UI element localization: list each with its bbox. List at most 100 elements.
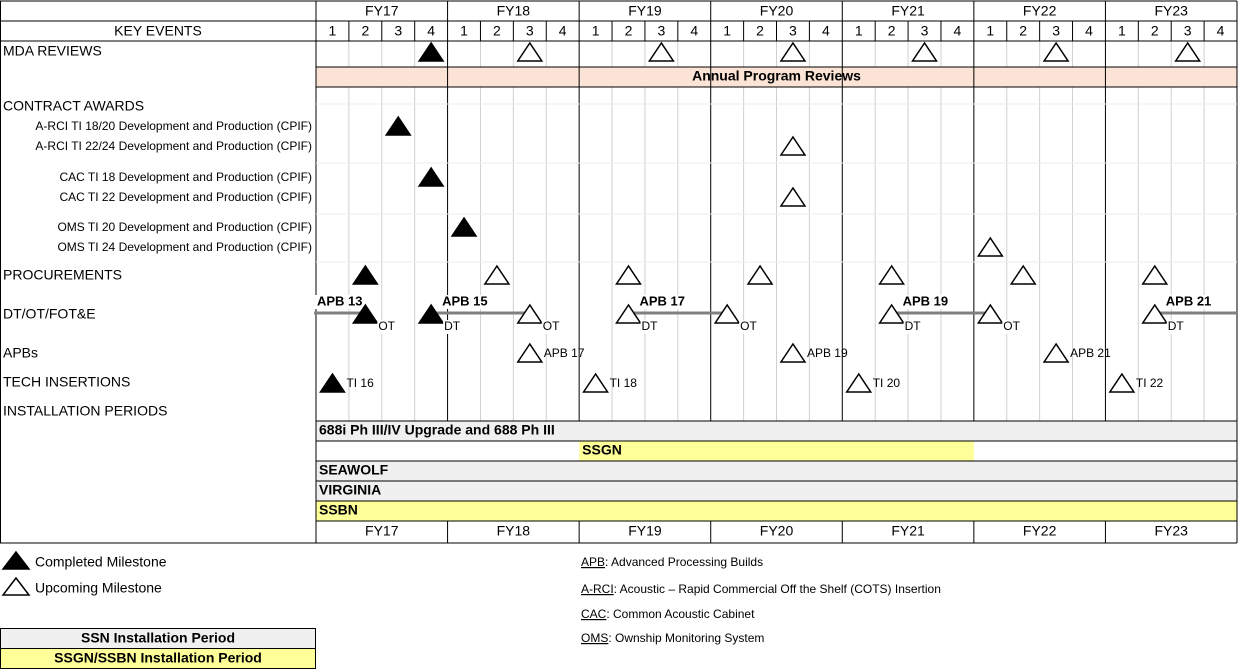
legend-completed-icon	[1, 550, 31, 570]
milestone-label: OT	[1003, 319, 1020, 333]
apb-period-label: APB 13	[317, 293, 363, 308]
quarter-label: 1	[329, 23, 337, 39]
upcoming-milestone-marker	[483, 264, 511, 285]
dt-ot-label-bg	[443, 320, 464, 334]
fiscal-year-footer: FY20	[760, 523, 794, 539]
milestone-label: OT	[543, 319, 560, 333]
upcoming-milestone-marker	[516, 303, 544, 324]
dt-ot-label-bg	[1002, 320, 1023, 334]
legend-upcoming-label: Upcoming Milestone	[35, 580, 162, 596]
upcoming-milestone-marker	[779, 135, 807, 156]
dt-ot-label-bg	[541, 320, 562, 334]
completed-milestone-marker	[351, 303, 379, 324]
quarter-label: 3	[1184, 23, 1192, 39]
fiscal-year-footer: FY21	[891, 523, 925, 539]
fiscal-year-footer: FY18	[497, 523, 531, 539]
row-label-install: INSTALLATION PERIODS	[3, 403, 167, 419]
completed-milestone-marker	[450, 216, 478, 237]
acronym-text: : Common Acoustic Cabinet	[606, 607, 755, 621]
acronym-abbr: CAC	[581, 607, 607, 621]
apb-period-label: APB 15	[442, 293, 488, 308]
upcoming-milestone-marker	[647, 41, 675, 62]
quarter-label: 4	[427, 23, 435, 39]
key-events-header: KEY EVENTS	[114, 23, 202, 39]
upcoming-milestone-marker	[582, 372, 609, 393]
milestone-label: DT	[1168, 319, 1185, 333]
completed-milestone-marker	[417, 166, 445, 187]
quarter-label: 4	[559, 23, 567, 39]
upcoming-milestone-marker	[976, 236, 1004, 257]
installation-bar	[316, 461, 1237, 481]
upcoming-milestone-marker	[615, 264, 642, 285]
acronym-abbr: APB	[581, 555, 605, 569]
quarter-label: 4	[822, 23, 830, 39]
milestone-label: OT	[378, 319, 395, 333]
fiscal-year-header: FY23	[1154, 3, 1188, 19]
legend-ssgn-label: SSGN/SSBN Installation Period	[54, 650, 262, 666]
upcoming-milestone-marker	[911, 41, 938, 62]
upcoming-milestone-marker	[1141, 264, 1169, 285]
milestone-label: TI 22	[1136, 376, 1164, 390]
annual-reviews-band	[316, 67, 1237, 87]
acronym-definition: CAC: Common Acoustic Cabinet	[581, 607, 755, 621]
quarter-label: 2	[888, 23, 896, 39]
acronym-text: : Advanced Processing Builds	[605, 555, 763, 569]
quarter-label: 3	[526, 23, 534, 39]
row-label-arci_22_24: A-RCI TI 22/24 Development and Productio…	[35, 139, 312, 153]
row-label-dtot: DT/OT/FOT&E	[3, 306, 96, 322]
apb-period-label-bg	[636, 295, 693, 309]
quarter-label: 4	[1085, 23, 1093, 39]
quarter-label: 1	[592, 23, 600, 39]
upcoming-milestone-marker	[779, 186, 807, 207]
fiscal-year-header: FY20	[760, 3, 794, 19]
installation-bar-label: SSBN	[319, 502, 358, 518]
dt-ot-label-bg	[1166, 320, 1187, 334]
completed-milestone-marker	[384, 115, 412, 136]
installation-bar	[316, 501, 1237, 521]
quarter-label: 1	[855, 23, 863, 39]
acronym-text: : Acoustic – Rapid Commercial Off the Sh…	[614, 582, 941, 596]
completed-milestone-marker	[351, 264, 379, 285]
installation-bar-label: VIRGINIA	[319, 482, 381, 498]
quarter-label: 2	[1151, 23, 1159, 39]
row-label-contract: CONTRACT AWARDS	[3, 98, 144, 114]
upcoming-milestone-marker	[1042, 41, 1070, 62]
milestone-label: OT	[740, 319, 757, 333]
acronym-definition: APB: Advanced Processing Builds	[581, 555, 763, 569]
quarter-label: 3	[1052, 23, 1060, 39]
fiscal-year-footer: FY23	[1154, 523, 1188, 539]
quarter-label: 3	[394, 23, 402, 39]
row-label-arci_18_20: A-RCI TI 18/20 Development and Productio…	[35, 119, 312, 133]
upcoming-milestone-marker	[746, 264, 774, 285]
annual-reviews-label: Annual Program Reviews	[692, 68, 861, 84]
quarter-label: 4	[690, 23, 698, 39]
quarter-label: 1	[1118, 23, 1126, 39]
apb-period-label-bg	[899, 295, 956, 309]
upcoming-milestone-marker	[845, 372, 873, 393]
upcoming-milestone-marker	[1174, 41, 1202, 62]
row-label-tech: TECH INSERTIONS	[3, 374, 130, 390]
apb-period-label: APB 17	[639, 293, 685, 308]
dt-ot-label-bg	[377, 320, 398, 334]
milestone-label: TI 16	[346, 376, 374, 390]
milestone-label: TI 18	[610, 376, 638, 390]
acronym-abbr: OMS	[581, 631, 608, 645]
legend-completed-label: Completed Milestone	[35, 554, 167, 570]
fiscal-year-header: FY21	[891, 3, 925, 19]
row-label-mda: MDA REVIEWS	[3, 43, 102, 59]
milestone-label: TI 20	[873, 376, 901, 390]
fiscal-year-header: FY17	[365, 3, 399, 19]
quarter-label: 3	[789, 23, 797, 39]
installation-bar	[316, 421, 1237, 441]
upcoming-milestone-marker	[878, 264, 906, 285]
quarter-label: 2	[1019, 23, 1027, 39]
upcoming-milestone-marker	[1042, 342, 1070, 363]
upcoming-milestone-marker	[713, 303, 741, 324]
row-label-oms_24: OMS TI 24 Development and Production (CP…	[57, 240, 312, 254]
installation-bar-label: SEAWOLF	[319, 462, 389, 478]
legend-ssgn-box	[0, 648, 316, 669]
installation-bar	[579, 441, 974, 461]
upcoming-milestone-marker	[1141, 303, 1169, 324]
milestone-label: APB 19	[807, 346, 848, 360]
upcoming-milestone-marker	[779, 342, 807, 363]
